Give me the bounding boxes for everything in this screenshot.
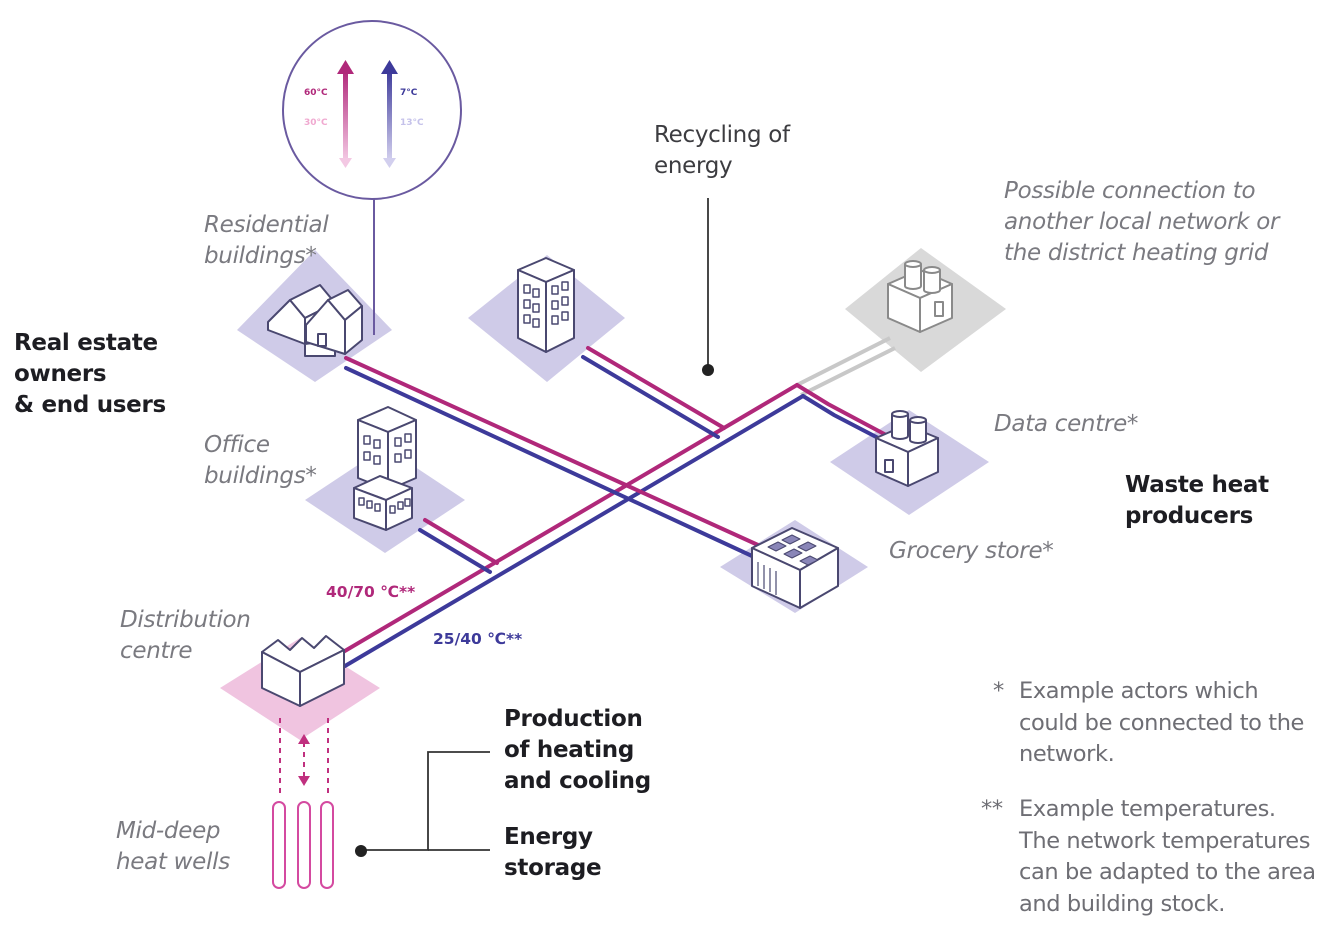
heat-wells-label: Mid-deep heat wells bbox=[116, 816, 230, 878]
possible-connection-line: another local network or bbox=[1004, 209, 1280, 235]
storage-label-line: Energy bbox=[504, 824, 593, 850]
heat-well-flow-lines bbox=[279, 718, 329, 798]
heat-wells-label-line: Mid-deep bbox=[116, 818, 221, 844]
production-label: Production of heating and cooling bbox=[504, 704, 651, 797]
apartment-building-icon bbox=[517, 257, 575, 353]
hot-arrow-head-down bbox=[339, 158, 352, 168]
waste-heat-producers-label: Waste heat producers bbox=[1125, 470, 1269, 532]
footnote-line: could be connected to the bbox=[1019, 709, 1304, 736]
production-storage-bracket bbox=[362, 751, 490, 851]
storage-pointer-dot bbox=[355, 845, 367, 857]
possible-connection-line: Possible connection to bbox=[1004, 178, 1256, 204]
office-label: Office buildings* bbox=[204, 430, 317, 492]
grocery-store-label: Grocery store* bbox=[889, 538, 1054, 564]
hot-supply-temp: 60°C bbox=[304, 88, 328, 98]
distribution-centre-icon bbox=[261, 635, 345, 707]
hot-arrow-head-up bbox=[337, 60, 354, 74]
distribution-label-line: centre bbox=[120, 638, 193, 664]
footnote-double-marker: ** bbox=[981, 796, 1003, 822]
footnote-single-marker: * bbox=[993, 678, 1004, 704]
recycling-label-line: energy bbox=[654, 153, 733, 179]
production-label-line: of heating bbox=[504, 737, 635, 763]
hot-pipe-temperature: 40/70 ℃** bbox=[326, 583, 416, 601]
office-label-line: buildings* bbox=[204, 463, 317, 489]
footnote-line: and building stock. bbox=[1019, 890, 1226, 917]
heat-well-arrow-up bbox=[298, 734, 310, 744]
distribution-label-line: Distribution bbox=[120, 607, 251, 633]
residential-label-line: buildings* bbox=[204, 243, 317, 269]
footnote-line: can be adapted to the area bbox=[1019, 859, 1316, 885]
waste-heat-label-line: producers bbox=[1125, 503, 1254, 529]
residential-label-line: Residential bbox=[204, 212, 329, 238]
waste-heat-label-line: Waste heat bbox=[1125, 472, 1269, 498]
cold-supply-temp: 7°C bbox=[400, 88, 418, 98]
recycling-label-line: Recycling of bbox=[654, 122, 790, 148]
data-centre-label: Data centre* bbox=[994, 411, 1139, 437]
production-label-line: Production bbox=[504, 706, 643, 732]
energy-storage-label: Energy storage bbox=[504, 822, 602, 884]
heat-wells-icon bbox=[272, 801, 334, 889]
cold-arrow-shaft bbox=[387, 70, 392, 160]
footnote-line: Example temperatures. bbox=[1019, 796, 1276, 822]
heating-network-pipes bbox=[336, 346, 890, 668]
office-buildings-icon bbox=[353, 406, 417, 531]
production-label-line: and cooling bbox=[504, 768, 651, 794]
possible-connection-label: Possible connection to another local net… bbox=[1004, 176, 1280, 269]
cold-arrow-head-up bbox=[381, 60, 398, 74]
cold-pipe-temperature: 25/40 ℃** bbox=[433, 630, 523, 648]
external-connection-pipes bbox=[796, 336, 896, 397]
real-estate-owners-label: Real estate owners & end users bbox=[14, 328, 166, 421]
real-estate-label-line: Real estate bbox=[14, 330, 158, 356]
storage-label-line: storage bbox=[504, 855, 602, 881]
temperature-bubble bbox=[282, 20, 462, 200]
hot-arrow-shaft bbox=[343, 70, 348, 160]
real-estate-label-line: owners bbox=[14, 361, 107, 387]
possible-connection-line: the district heating grid bbox=[1004, 240, 1269, 266]
footnote-single-text: Example actors which could be connected … bbox=[1019, 676, 1304, 771]
grocery-store-icon bbox=[751, 527, 839, 609]
hot-return-temp: 30°C bbox=[304, 118, 328, 128]
heat-well-arrow-down bbox=[298, 776, 310, 786]
residential-buildings-icon bbox=[267, 284, 363, 357]
recycling-pointer-dot bbox=[702, 364, 714, 376]
heat-wells-label-line: heat wells bbox=[116, 849, 230, 875]
residential-label: Residential buildings* bbox=[204, 210, 329, 272]
cold-arrow-head-down bbox=[383, 158, 396, 168]
footnote-line: Example actors which bbox=[1019, 678, 1259, 704]
data-centre-icon bbox=[875, 410, 939, 487]
footnote-line: network. bbox=[1019, 741, 1115, 767]
distribution-centre-label: Distribution centre bbox=[120, 605, 251, 667]
office-label-line: Office bbox=[204, 432, 270, 458]
cold-return-temp: 13°C bbox=[400, 118, 424, 128]
external-network-plant-icon bbox=[887, 260, 953, 333]
footnote-line: The network temperatures bbox=[1019, 827, 1311, 854]
recycling-label: Recycling of energy bbox=[654, 120, 790, 182]
footnote-double-text: Example temperatures. The network temper… bbox=[1019, 794, 1316, 920]
real-estate-label-line: & end users bbox=[14, 392, 166, 418]
